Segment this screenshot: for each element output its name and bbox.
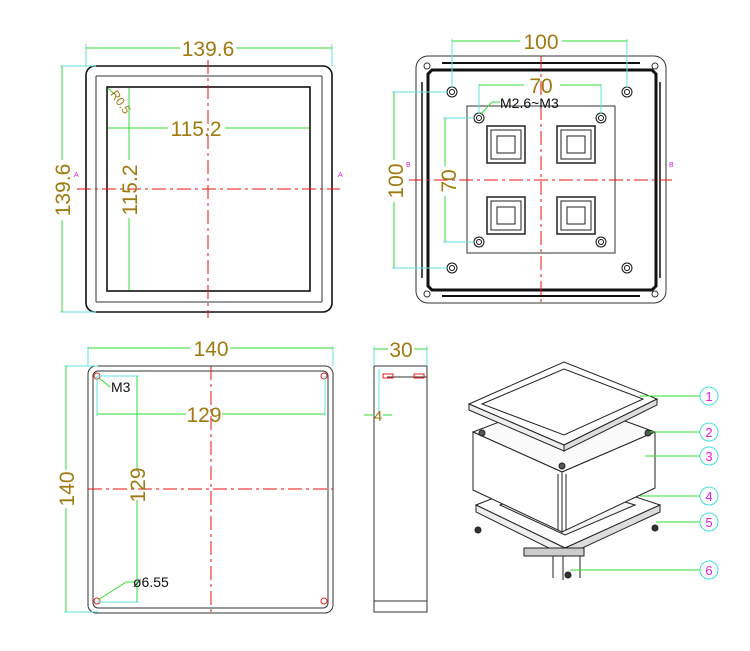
dim-box-hole-x: 129 [186,404,221,427]
dim-lid-depth: 4 [374,408,382,425]
side-view: 30 4 [364,339,428,613]
lid-top-view: A A 139.6 139.6 115.2 115.2 R0.5 [52,38,343,318]
radius-label: R0.5 [108,88,134,117]
side-outline [373,365,428,613]
box-top-view: 140 140 129 129 M3 ø6.55 [56,338,334,614]
svg-text:4: 4 [705,489,712,504]
dim-inner-hole-y: 70 [438,169,461,192]
base-bottom-view: B B 100 70 M2.6~M3 100 70 [385,31,674,304]
section-mark-b-left: B [406,162,411,169]
svg-text:6: 6 [705,563,712,578]
exploded-view [467,361,662,580]
section-mark-b-right: B [669,162,674,169]
lid [467,361,659,452]
dim-window-width: 115.2 [171,118,222,141]
section-mark-a-right: A [338,172,343,179]
svg-text:1: 1 [705,389,712,404]
dim-box-height: 140 [56,471,79,506]
dim-depth: 30 [389,339,412,362]
dim-box-hole-y: 129 [127,467,150,502]
dim-box-width: 140 [193,338,228,361]
callout-3: 3 [699,446,719,466]
dim-lid-width: 139.6 [182,38,235,61]
section-mark-a-left: A [74,172,79,179]
box-screw-label: M3 [111,379,131,395]
callout-6: 6 [699,560,719,580]
svg-text:3: 3 [705,449,712,464]
dim-outer-hole-y: 100 [385,163,408,198]
callouts: 1 2 3 4 5 6 [570,386,719,580]
dim-outer-hole-x: 100 [523,31,558,54]
callout-5: 5 [699,512,719,532]
connector-module-icons [486,125,596,235]
callout-4: 4 [699,486,719,506]
callout-1: 1 [699,386,719,406]
svg-text:5: 5 [705,515,712,530]
dim-inner-hole-x: 70 [529,75,552,98]
screw-hole-icons [446,86,633,274]
dim-window-height: 115.2 [119,165,142,216]
svg-text:2: 2 [705,425,712,440]
screw-spec-label: M2.6~M3 [500,95,559,111]
dim-lid-height: 139.6 [52,164,75,217]
callout-2: 2 [699,422,719,442]
boss-diameter-label: ø6.55 [133,574,169,590]
